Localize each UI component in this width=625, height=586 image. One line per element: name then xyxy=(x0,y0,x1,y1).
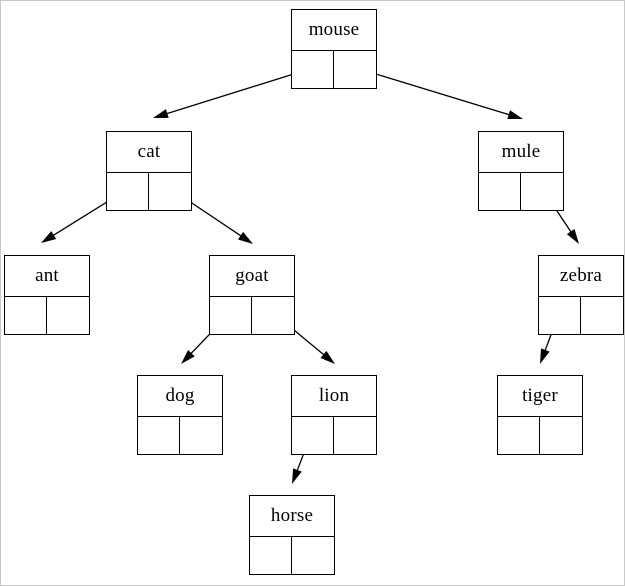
pointer-cells xyxy=(292,416,376,454)
right-pointer-cell[interactable] xyxy=(292,537,334,574)
right-pointer-cell[interactable] xyxy=(581,297,623,334)
right-pointer-cell[interactable] xyxy=(180,417,222,454)
tree-node-label: goat xyxy=(210,256,294,297)
left-pointer-cell[interactable] xyxy=(5,296,47,334)
arrowhead xyxy=(320,350,335,364)
tree-node-label: tiger xyxy=(498,376,582,417)
tree-node-label: mule xyxy=(479,132,563,173)
pointer-cells xyxy=(539,296,623,334)
left-pointer-cell[interactable] xyxy=(479,172,521,210)
right-pointer-cell[interactable] xyxy=(521,173,563,210)
arrowhead xyxy=(237,231,253,244)
tree-node-dog[interactable]: dog xyxy=(137,375,223,455)
right-pointer-cell[interactable] xyxy=(252,297,294,334)
pointer-cells xyxy=(250,536,334,574)
tree-node-label: zebra xyxy=(539,256,623,297)
arrowhead xyxy=(507,110,523,120)
pointer-cells xyxy=(210,296,294,334)
pointer-cells xyxy=(107,172,191,210)
tree-node-ant[interactable]: ant xyxy=(4,255,90,335)
tree-node-horse[interactable]: horse xyxy=(249,495,335,575)
left-pointer-cell[interactable] xyxy=(250,536,292,574)
pointer-cells xyxy=(292,50,376,88)
right-pointer-cell[interactable] xyxy=(334,417,376,454)
tree-node-mouse[interactable]: mouse xyxy=(291,9,377,89)
left-pointer-cell[interactable] xyxy=(292,416,334,454)
tree-node-goat[interactable]: goat xyxy=(209,255,295,335)
tree-node-tiger[interactable]: tiger xyxy=(497,375,583,455)
right-pointer-cell[interactable] xyxy=(540,417,582,454)
tree-node-label: dog xyxy=(138,376,222,417)
tree-node-mule[interactable]: mule xyxy=(478,131,564,211)
arrowhead xyxy=(41,231,57,243)
tree-node-label: ant xyxy=(5,256,89,297)
right-pointer-cell[interactable] xyxy=(47,297,89,334)
left-pointer-cell[interactable] xyxy=(138,416,180,454)
right-pointer-cell[interactable] xyxy=(149,173,191,210)
tree-node-label: horse xyxy=(250,496,334,537)
left-pointer-cell[interactable] xyxy=(498,416,540,454)
tree-node-zebra[interactable]: zebra xyxy=(538,255,624,335)
arrowhead xyxy=(292,468,302,484)
tree-node-label: mouse xyxy=(292,10,376,51)
arrowhead xyxy=(153,109,169,118)
pointer-cells xyxy=(498,416,582,454)
arrowhead xyxy=(566,228,579,244)
tree-node-label: cat xyxy=(107,132,191,173)
pointer-cells xyxy=(138,416,222,454)
pointer-cells xyxy=(479,172,563,210)
arrowhead xyxy=(540,348,550,364)
tree-node-label: lion xyxy=(292,376,376,417)
tree-node-lion[interactable]: lion xyxy=(291,375,377,455)
tree-node-cat[interactable]: cat xyxy=(106,131,192,211)
left-pointer-cell[interactable] xyxy=(107,172,149,210)
left-pointer-cell[interactable] xyxy=(292,50,334,88)
left-pointer-cell[interactable] xyxy=(210,296,252,334)
tree-edge-mouse-mule xyxy=(352,66,523,120)
right-pointer-cell[interactable] xyxy=(334,51,376,88)
pointer-cells xyxy=(5,296,89,334)
arrowhead xyxy=(181,350,195,364)
left-pointer-cell[interactable] xyxy=(539,296,581,334)
